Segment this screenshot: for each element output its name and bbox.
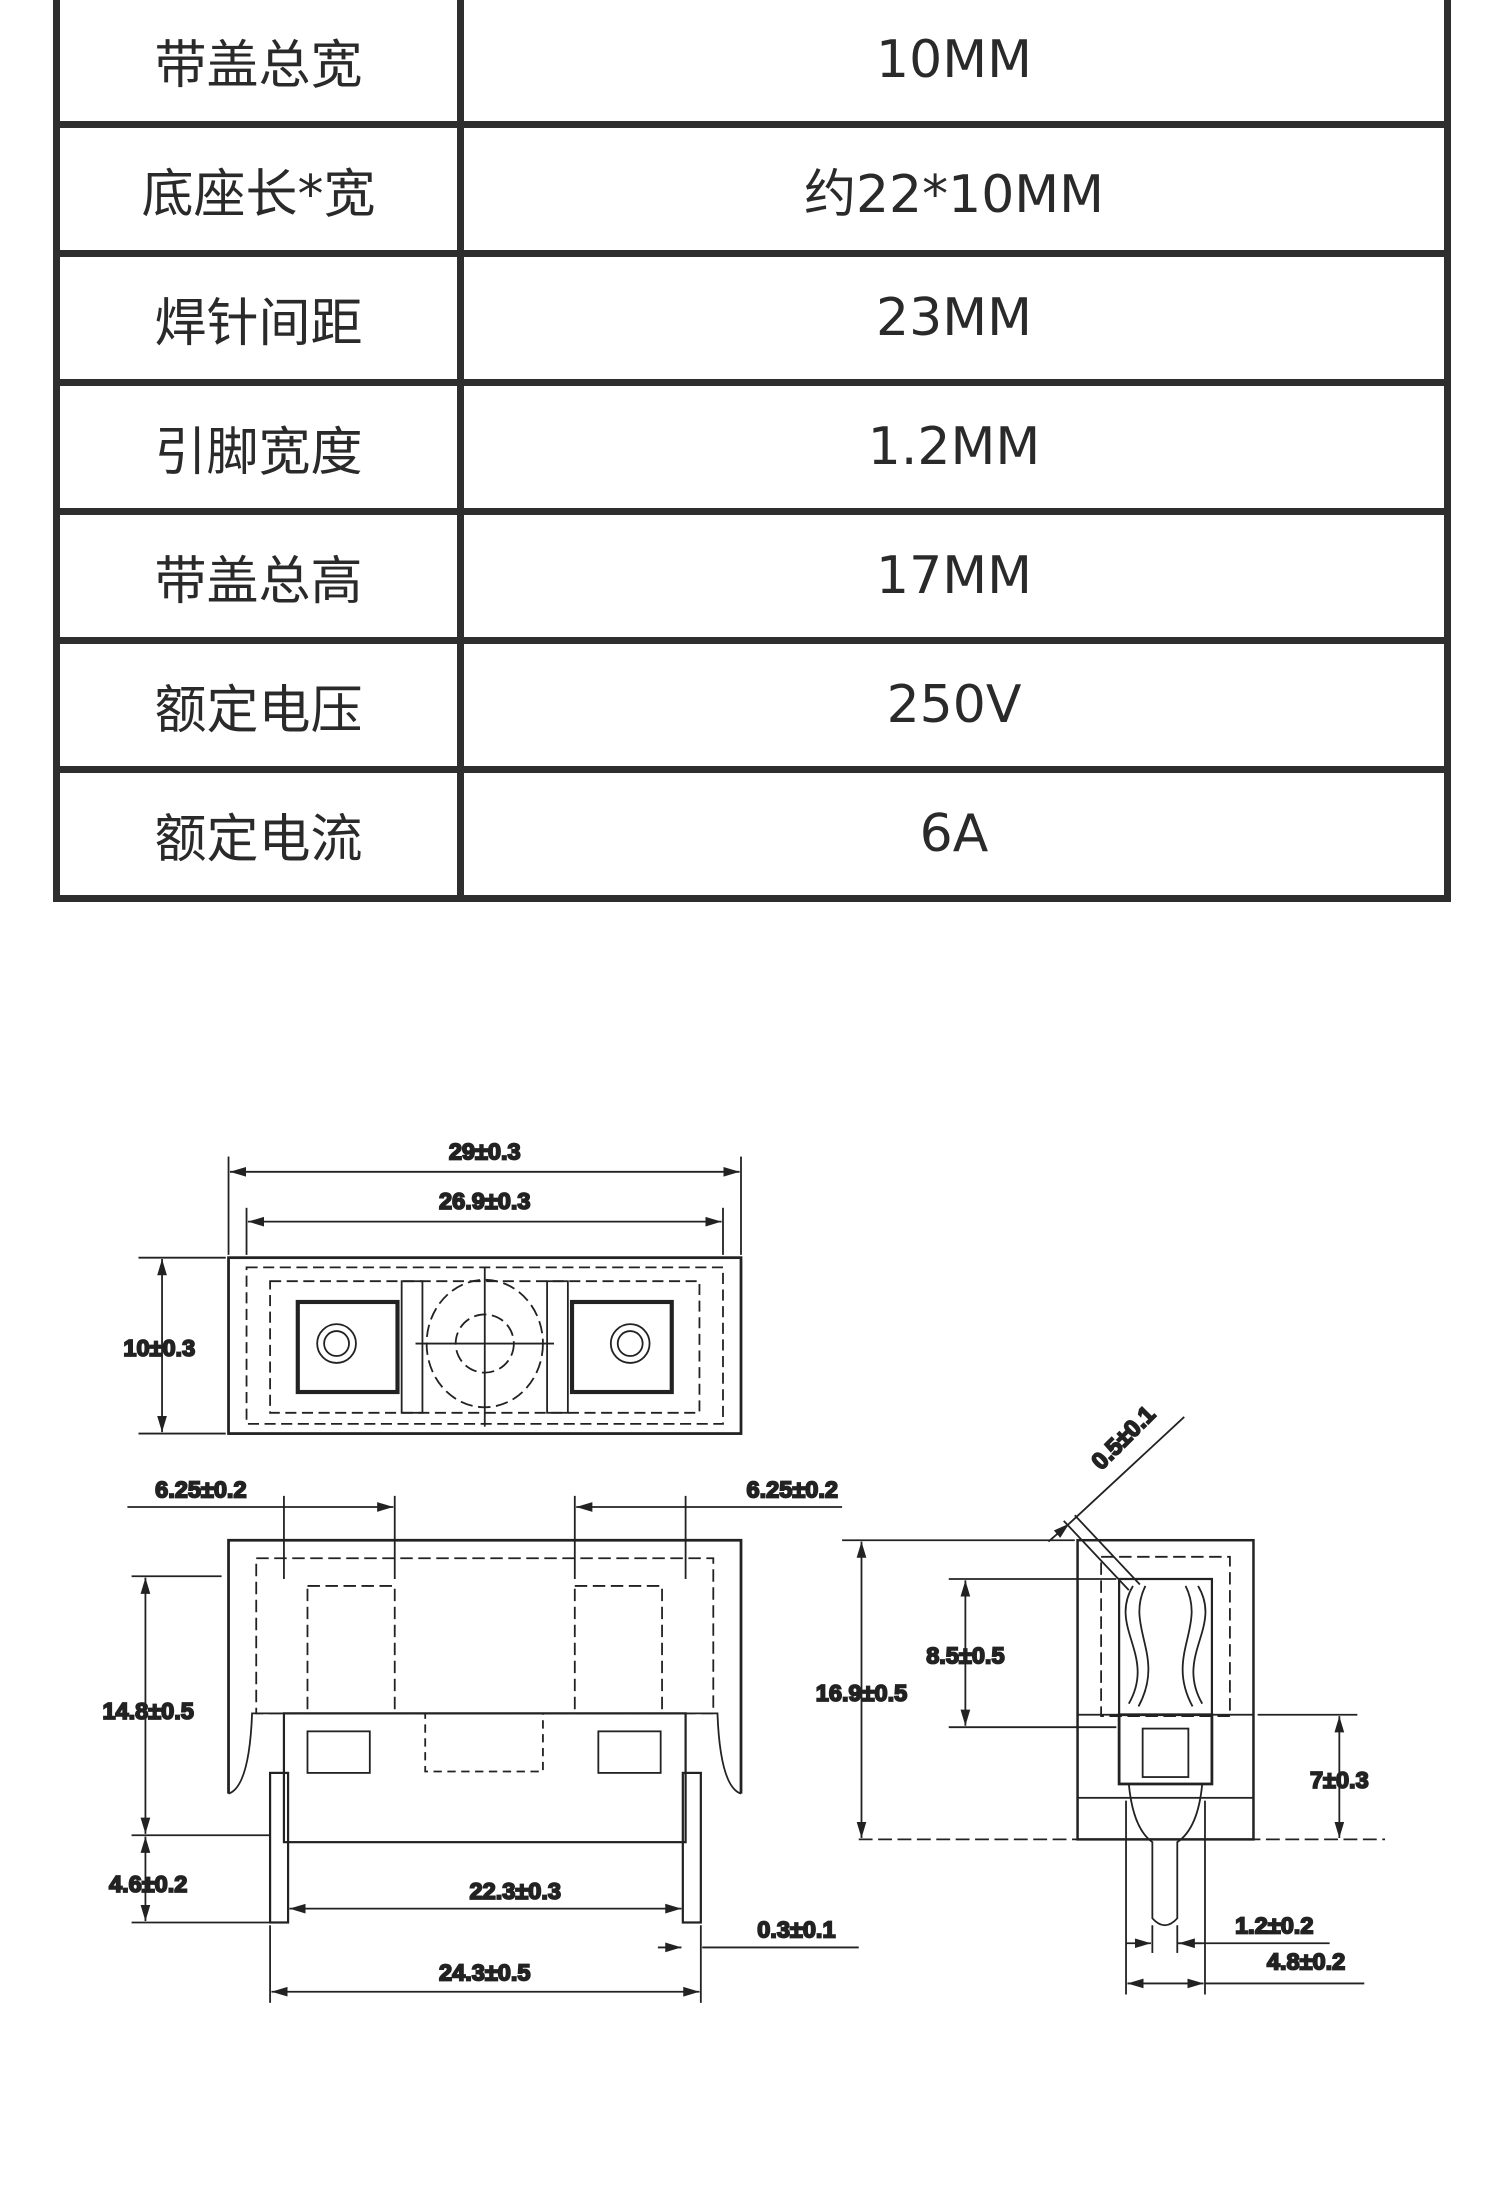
spec-label: 额定电压 xyxy=(53,637,464,773)
spec-value: 23MM xyxy=(457,250,1451,386)
spec-label: 引脚宽度 xyxy=(53,379,464,515)
front-view xyxy=(127,1495,859,2003)
spec-value: 10MM xyxy=(457,0,1451,128)
dim-total-height: 16.9±0.5 xyxy=(816,1680,907,1706)
dim-overall-length: 29±0.3 xyxy=(449,1138,521,1164)
dim-inner-length: 26.9±0.3 xyxy=(439,1188,530,1214)
dim-body-height: 14.8±0.5 xyxy=(102,1698,193,1724)
spec-value: 1.2MM xyxy=(457,379,1451,515)
spec-label: 额定电流 xyxy=(53,766,464,902)
dim-pin-thickness: 0.3±0.1 xyxy=(757,1917,835,1943)
spec-label: 底座长*宽 xyxy=(53,121,464,257)
dim-clip-height: 8.5±0.5 xyxy=(926,1642,1004,1668)
spec-label: 带盖总高 xyxy=(53,508,464,644)
spec-value: 250V xyxy=(457,637,1451,773)
dim-left-offset: 6.25±0.2 xyxy=(155,1476,246,1502)
spec-label: 焊针间距 xyxy=(53,250,464,386)
spec-value: 约22*10MM xyxy=(457,121,1451,257)
dim-base-height: 7±0.3 xyxy=(1310,1767,1369,1793)
table-row: 底座长*宽约22*10MM xyxy=(53,121,1451,257)
top-view xyxy=(138,1156,743,1435)
dim-right-offset: 6.25±0.2 xyxy=(747,1476,838,1502)
dim-width: 10±0.3 xyxy=(123,1335,195,1361)
spec-value: 6A xyxy=(457,766,1451,902)
dim-outer-pin-spacing: 24.3±0.5 xyxy=(439,1960,530,1986)
dim-inner-pin-spacing: 22.3±0.3 xyxy=(470,1878,561,1904)
spec-label: 带盖总宽 xyxy=(53,0,464,128)
side-view xyxy=(842,1416,1386,1995)
spec-value: 17MM xyxy=(457,508,1451,644)
dim-clip-thickness: 0.5±0.1 xyxy=(1086,1401,1160,1475)
dim-pin-width: 1.2±0.2 xyxy=(1235,1913,1313,1939)
dim-pin-span: 4.8±0.2 xyxy=(1267,1949,1345,1975)
dim-pin-length: 4.6±0.2 xyxy=(109,1871,187,1897)
